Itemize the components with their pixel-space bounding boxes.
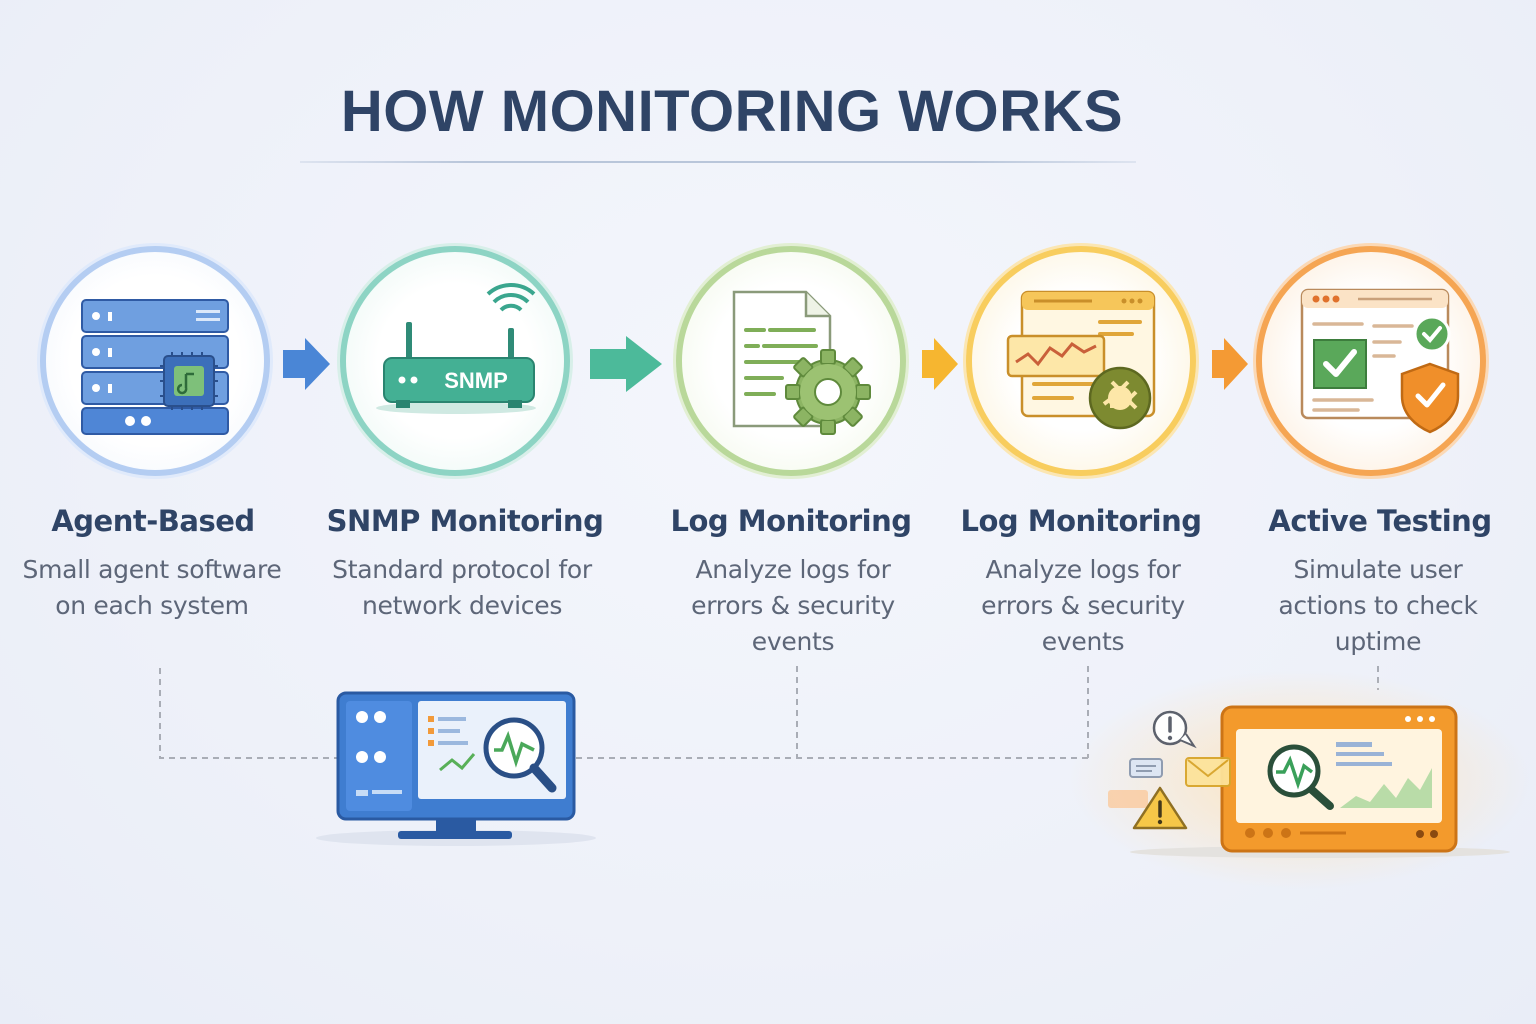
title-divider: [300, 161, 1136, 163]
step-log-monitoring-circle: [676, 246, 906, 476]
check-shield-icon: [1300, 288, 1460, 434]
flow-arrow-2: [590, 336, 662, 392]
step-log-monitoring-2-description: Analyze logs for errors & security event…: [981, 555, 1185, 656]
step-snmp-circle: SNMP: [340, 246, 570, 476]
step-snmp-title: SNMP Monitoring: [326, 504, 604, 538]
step-active-testing-description: Simulate user actions to check uptime: [1278, 555, 1478, 656]
connector-agent-to-monitor: [159, 668, 338, 759]
step-log-monitoring-1-title: Log Monitoring: [670, 504, 912, 538]
step-log-monitoring-2-title: Log Monitoring: [960, 504, 1202, 538]
step-active-testing-title: Active Testing: [1268, 504, 1492, 538]
log-gear-icon: [732, 290, 871, 435]
snmp-label: SNMP: [444, 368, 508, 393]
step-log-monitoring-2-circle: [966, 246, 1196, 476]
router-icon: SNMP: [376, 283, 536, 414]
step-log-monitoring-1-description: Analyze logs for errors & security event…: [691, 555, 895, 656]
page-title: HOW MONITORING WORKS: [340, 79, 1124, 144]
step-agent-based-description: Small agent software on each system: [22, 555, 282, 620]
flow-arrow-1: [283, 338, 330, 390]
flow-arrow-3: [922, 338, 958, 390]
step-agent-based-circle: [40, 246, 270, 476]
step-snmp-description: Standard protocol for network devices: [332, 555, 592, 620]
server-chip-icon: [81, 299, 229, 435]
step-agent-based-title: Agent-Based: [51, 504, 255, 538]
dashboard-chart-icon: [1006, 290, 1156, 430]
flow-arrow-4: [1212, 338, 1248, 390]
step-active-testing-circle: [1256, 246, 1486, 476]
